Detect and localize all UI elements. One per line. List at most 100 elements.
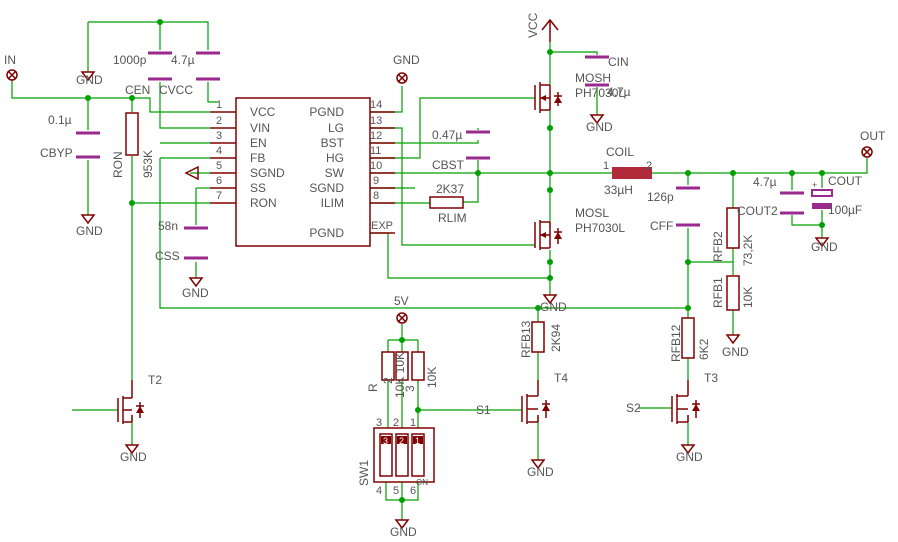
ic-pin-number: 8 — [373, 190, 379, 202]
gnd-label: GND — [182, 286, 209, 300]
cbst-label: CBST — [432, 158, 465, 172]
gnd-icon — [80, 214, 96, 225]
ic-left-pin-names: VCC VIN EN FB SGND SS RON — [250, 105, 285, 210]
gnd-label: GND — [676, 450, 703, 464]
mosl-part-label: PH7030L — [575, 221, 625, 235]
ic-pin-name: VCC — [250, 105, 276, 119]
cff-label: CFF — [650, 219, 673, 233]
ic-pin-name: SGND — [250, 166, 285, 180]
sw1-label: SW1 — [357, 460, 371, 486]
ic-pin-number: 12 — [370, 130, 382, 142]
dip-switch-sw1: 3 2 1 ON 3 2 1 4 5 6 SW1 — [357, 417, 435, 497]
css-label: CSS — [155, 249, 180, 263]
gnd-label: GND — [540, 300, 567, 314]
ic-pin-name: BST — [321, 136, 345, 150]
r2-label: 2 — [381, 377, 395, 384]
controller-ic: VCC VIN EN FB SGND SS RON 1 2 3 4 5 6 7 … — [210, 97, 395, 247]
r1-resistor — [381, 351, 395, 381]
c58n-label: 58n — [158, 219, 178, 233]
capacitors: + — [76, 51, 833, 260]
ic-pin-number: 2 — [216, 115, 222, 127]
vcc-label: VCC — [526, 12, 540, 38]
r3-label: 3 — [403, 385, 417, 392]
switch-pin: 5 — [393, 485, 399, 497]
ic-pin-number: 7 — [216, 190, 222, 202]
rfb12-resistor — [681, 317, 695, 359]
out-label: OUT — [860, 129, 886, 143]
t3-label: T3 — [704, 371, 718, 385]
in-connector-icon — [6, 69, 18, 81]
rfb13-resistor — [531, 321, 545, 353]
ic-pin-number: 1 — [216, 99, 222, 111]
gnd-label: GND — [586, 120, 613, 134]
svg-text:+: + — [812, 180, 817, 190]
text-labels: IN OUT VCC 5V GND GND GND GND GND GND GN… — [4, 12, 886, 539]
ic-pin-number: 14 — [370, 99, 382, 111]
switch-body-digit: 3 — [383, 436, 388, 446]
vcc-arrow-icon — [541, 18, 559, 42]
rfb13-value: 2K94 — [549, 324, 563, 352]
c4u7b-label: 4.7µ — [753, 175, 777, 189]
rlim-label: RLIM — [438, 211, 467, 225]
gnd-icon — [814, 237, 830, 248]
gnd-icon — [530, 459, 546, 470]
rfb2-resistor — [726, 207, 740, 249]
cin-label: CIN — [608, 55, 629, 69]
connectors — [6, 18, 873, 324]
ic-right-pin-names: PGND LG BST HG SW SGND ILIM PGND — [309, 105, 344, 240]
cin-value: 4.7µ — [607, 85, 631, 99]
ic-pin-name: FB — [250, 151, 265, 165]
ic-pin-name: SW — [325, 166, 345, 180]
wires — [11, 21, 868, 520]
coil-pin: 2 — [646, 160, 652, 172]
gnd-label: GND — [527, 465, 554, 479]
t3-transistor — [671, 380, 700, 424]
cvcc-label: CVCC — [159, 83, 193, 97]
ic-pin-name: PGND — [309, 226, 344, 240]
rfb2-label: RFB2 — [711, 231, 725, 262]
resistors — [125, 112, 740, 381]
c100u-label: 100µF — [828, 203, 862, 217]
switch-pin: 6 — [410, 485, 416, 497]
switch-pin: 3 — [376, 417, 382, 429]
gnd-label: GND — [120, 450, 147, 464]
gnd-label: GND — [76, 224, 103, 238]
in-label: IN — [4, 53, 16, 67]
c4u7a-label: 4.7µ — [171, 53, 195, 67]
ic-pin-number: 3 — [216, 130, 222, 142]
switch-pin: 4 — [376, 485, 382, 497]
switch-body-digit: 1 — [415, 436, 420, 446]
ic-pin-number: 4 — [216, 145, 222, 157]
gnd-label: GND — [76, 73, 103, 87]
rlim-resistor — [429, 196, 464, 209]
c0u1-label: 0.1µ — [48, 113, 72, 127]
coil-inductor — [612, 167, 652, 179]
coil-value: 33µH — [604, 183, 633, 197]
switch-body-digit: 2 — [399, 436, 404, 446]
ic-pin-name: ILIM — [321, 196, 344, 210]
ic-pin-name: LG — [328, 121, 344, 135]
ron-label: RON — [111, 151, 125, 178]
r1-label: R — [366, 383, 380, 392]
ground-symbols — [80, 71, 830, 530]
rfb13-label: RFB13 — [519, 320, 533, 358]
mosh-label: MOSH — [575, 71, 611, 85]
ron-value: 953K — [141, 150, 155, 178]
cout-label: COUT — [828, 174, 863, 188]
ic-pin-number: 11 — [370, 145, 381, 157]
ic-left-pin-numbers: 1 2 3 4 5 6 7 — [216, 99, 222, 202]
cout2-label: COUT2 — [737, 204, 778, 218]
gnd-icon — [80, 71, 96, 82]
c126p-label: 126p — [647, 190, 674, 204]
r2-resistor — [395, 351, 409, 381]
coil-pin: 1 — [603, 160, 609, 172]
ic-pin-name: HG — [326, 151, 344, 165]
gnd-label: GND — [811, 240, 838, 254]
v5-connector-icon — [396, 312, 408, 324]
r-values-label: 10K 10K — [393, 352, 407, 398]
ic-pin-name: SGND — [309, 181, 344, 195]
r3-value: 10K — [425, 367, 439, 388]
ic-pin-number: 5 — [216, 160, 222, 172]
cen-label: CEN — [125, 83, 150, 97]
c1000p-label: 1000p — [113, 53, 147, 67]
